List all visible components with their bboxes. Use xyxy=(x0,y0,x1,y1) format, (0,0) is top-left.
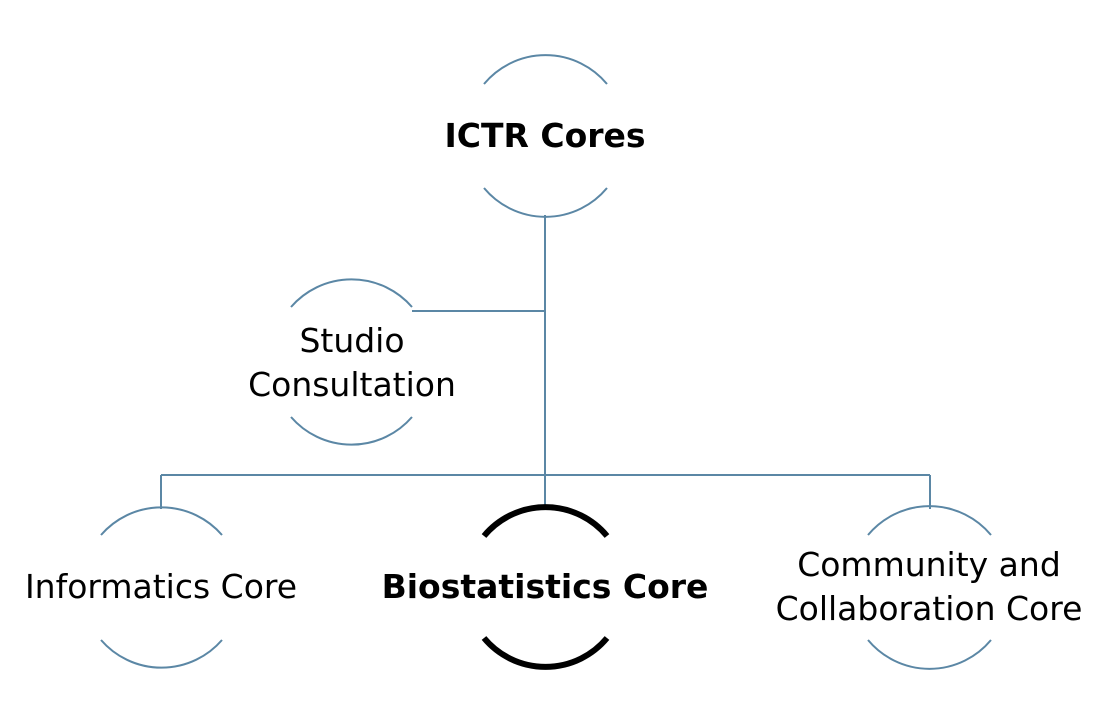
node-studio-consultation-bottom-arc xyxy=(290,416,413,446)
node-biostatistics-core: Biostatistics Core xyxy=(382,504,709,670)
node-community-collaboration-core: Community and Collaboration Core xyxy=(776,505,1083,670)
node-community-collaboration-core-label-line2: Collaboration Core xyxy=(776,589,1083,628)
node-community-collaboration-core-top-arc xyxy=(867,505,992,536)
node-biostatistics-core-label: Biostatistics Core xyxy=(382,567,709,606)
node-studio-consultation-top-arc xyxy=(290,278,413,308)
node-informatics-core-label: Informatics Core xyxy=(25,567,297,606)
node-biostatistics-core-top-arc xyxy=(481,504,610,538)
node-community-collaboration-core-bottom-arc xyxy=(867,639,992,670)
node-informatics-core-bottom-arc xyxy=(100,639,223,669)
node-studio-consultation-label-line1: Studio xyxy=(299,321,404,360)
node-studio-consultation: Studio Consultation xyxy=(248,278,456,446)
node-ictr-cores-top-arc xyxy=(483,54,608,85)
node-biostatistics-core-bottom-arc xyxy=(481,636,610,670)
node-ictr-cores-label: ICTR Cores xyxy=(444,116,645,155)
connectors xyxy=(160,215,931,509)
node-community-collaboration-core-label-line1: Community and xyxy=(797,545,1061,584)
node-ictr-cores: ICTR Cores xyxy=(444,54,646,218)
node-informatics-core: Informatics Core xyxy=(25,506,297,669)
node-studio-consultation-label-line2: Consultation xyxy=(248,365,456,404)
node-informatics-core-top-arc xyxy=(100,506,223,536)
node-ictr-cores-bottom-arc xyxy=(483,187,608,218)
